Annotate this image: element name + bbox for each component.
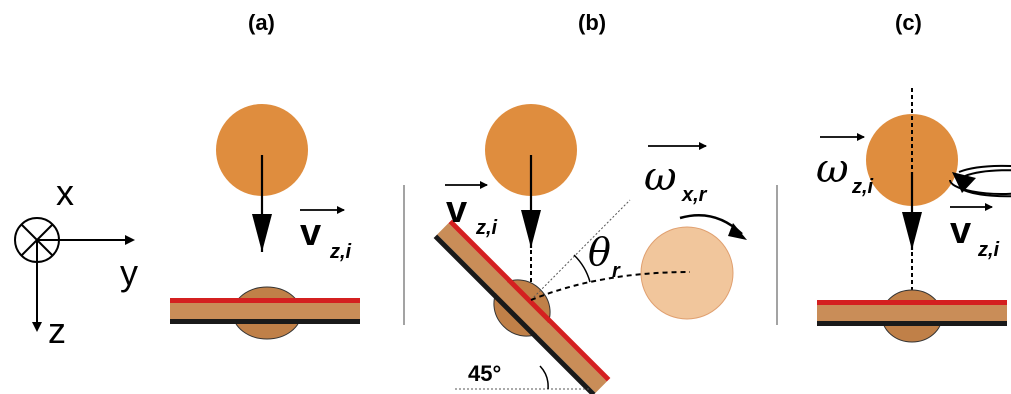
panel-a: v z,i — [170, 104, 360, 340]
ball — [216, 104, 308, 196]
panel-c: ω z,i v z,i — [816, 88, 1011, 343]
velocity-symbol: v — [446, 189, 467, 231]
theta-symbol: θ — [588, 230, 611, 274]
panel-label-a: (a) — [248, 10, 275, 35]
normal-dotted — [530, 199, 631, 301]
velocity-arrowhead — [252, 214, 272, 252]
sheet-core — [170, 303, 360, 319]
omega-subscript: x,r — [681, 184, 708, 206]
omega-x-label: ω x,r — [644, 142, 708, 206]
velocity-symbol: v — [300, 212, 321, 254]
rotation-arrowhead — [728, 223, 747, 240]
sheet-black-layer — [817, 321, 1007, 326]
velocity-subscript: z,i — [475, 217, 498, 239]
x-axis-label: x — [56, 172, 74, 213]
sheet-core — [437, 223, 607, 393]
panel-b: 45° θ r v z,i ω x,r — [433, 104, 747, 394]
spin-ellipse — [959, 169, 1011, 198]
sheet-black-layer — [170, 319, 360, 324]
angle-label: 45° — [468, 361, 501, 386]
z-axis-label: z — [48, 310, 66, 351]
velocity-subscript: z,i — [977, 239, 1000, 261]
theta-subscript: r — [612, 260, 621, 282]
coordinate-axes: x y z — [14, 172, 138, 351]
rebound-ball — [640, 226, 734, 320]
omega-z-label: ω z,i — [816, 133, 874, 198]
velocity-arrowhead — [902, 212, 922, 250]
y-axis-label: y — [120, 252, 138, 293]
velocity-label: v z,i — [950, 203, 1000, 261]
velocity-symbol: v — [950, 210, 971, 252]
omega-symbol: ω — [644, 154, 677, 200]
omega-subscript: z,i — [851, 176, 874, 198]
sheet-red-layer — [817, 300, 1007, 305]
panel-label-c: (c) — [895, 10, 922, 35]
spin-ellipse-main — [949, 164, 1011, 195]
sheet-black-layer — [433, 234, 596, 394]
panel-label-b: (b) — [578, 10, 606, 35]
velocity-label: v z,i — [300, 206, 352, 263]
omega-symbol: ω — [816, 146, 849, 192]
sheet-red-layer — [170, 298, 360, 303]
velocity-label: v z,i — [445, 181, 498, 239]
sheet-red-layer — [448, 219, 611, 382]
spin-arrowhead — [952, 172, 976, 193]
angle-arc-45 — [539, 365, 549, 390]
sheet-core — [817, 305, 1007, 321]
velocity-arrowhead — [521, 210, 541, 248]
velocity-subscript: z,i — [329, 241, 352, 263]
ball — [485, 104, 577, 196]
theta-arc — [573, 254, 591, 283]
